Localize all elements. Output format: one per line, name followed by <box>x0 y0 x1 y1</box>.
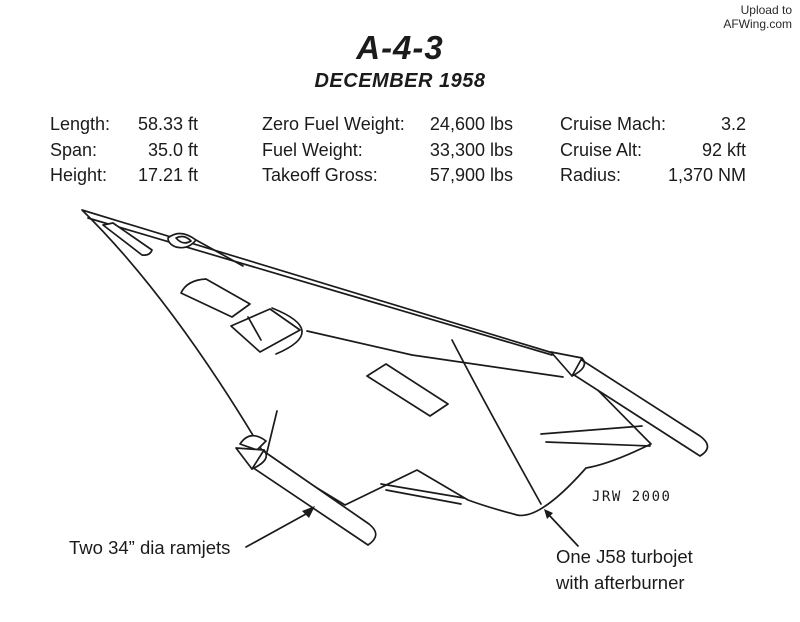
spec-row: Zero Fuel Weight: 24,600 lbs <box>262 112 513 138</box>
ramjet-arrow <box>245 506 315 548</box>
spec-value: 33,300 lbs <box>429 139 513 160</box>
spec-row: Fuel Weight: 33,300 lbs <box>262 138 513 164</box>
spec-value: 35.0 ft <box>147 139 198 160</box>
spec-column-performance: Cruise Mach: 3.2 Cruise Alt: 92 kft Radi… <box>560 112 746 189</box>
spec-row: Span: 35.0 ft <box>50 138 198 164</box>
page-subtitle: DECEMBER 1958 <box>314 70 486 92</box>
spec-column-dimensions: Length: 58.33 ft Span: 35.0 ft Height: 1… <box>50 112 198 189</box>
dorsal-panel <box>366 363 449 417</box>
spec-value: 3.2 <box>720 114 746 134</box>
turbojet-callout-label: One J58 turbojet with afterburner <box>556 544 693 596</box>
nose-chine-panel <box>102 222 153 256</box>
ramjet-callout-label: Two 34” dia ramjets <box>69 537 231 558</box>
spec-value: 24,600 lbs <box>429 114 513 134</box>
signature-text: JRW 2000 <box>592 489 671 505</box>
spec-row: Height: 17.21 ft <box>50 163 198 189</box>
spec-label: Zero Fuel Weight: <box>262 114 405 134</box>
airframe-outline <box>81 209 652 517</box>
spec-label: Radius: <box>560 165 622 185</box>
spec-value: 58.33 ft <box>137 114 198 134</box>
watermark-line1: Upload to <box>740 3 792 17</box>
spec-row: Cruise Alt: 92 kft <box>560 138 746 164</box>
spec-row: Takeoff Gross: 57,900 lbs <box>262 163 513 189</box>
title-block: A-4-3 DECEMBER 1958 <box>0 30 800 93</box>
spec-row: Cruise Mach: 3.2 <box>560 112 746 138</box>
spec-value: 1,370 NM <box>667 165 746 185</box>
j58-nacelle <box>550 351 709 457</box>
watermark-line2: AFWing.com <box>723 17 792 31</box>
page-title: A-4-3 <box>356 29 444 66</box>
watermark: Upload to AFWing.com <box>723 3 792 31</box>
spec-value: 17.21 ft <box>137 165 198 185</box>
canopy <box>167 232 244 267</box>
spec-label: Span: <box>50 139 98 160</box>
forward-panels <box>180 278 303 355</box>
spec-label: Takeoff Gross: <box>262 165 378 185</box>
spec-value: 92 kft <box>701 139 746 160</box>
spec-column-weights: Zero Fuel Weight: 24,600 lbs Fuel Weight… <box>262 112 513 189</box>
spec-label: Height: <box>50 165 108 185</box>
spec-row: Length: 58.33 ft <box>50 112 198 138</box>
spec-row: Radius: 1,370 NM <box>560 163 746 189</box>
turbojet-callout-line1: One J58 turbojet <box>556 546 693 567</box>
turbojet-arrow <box>544 509 579 547</box>
ramjet-nacelle <box>235 434 377 546</box>
spec-label: Cruise Alt: <box>560 139 643 160</box>
turbojet-callout-line2: with afterburner <box>556 572 685 593</box>
spec-value: 57,900 lbs <box>429 165 513 185</box>
spec-label: Fuel Weight: <box>262 139 363 160</box>
spec-label: Cruise Mach: <box>560 114 667 134</box>
spec-label: Length: <box>50 114 111 134</box>
